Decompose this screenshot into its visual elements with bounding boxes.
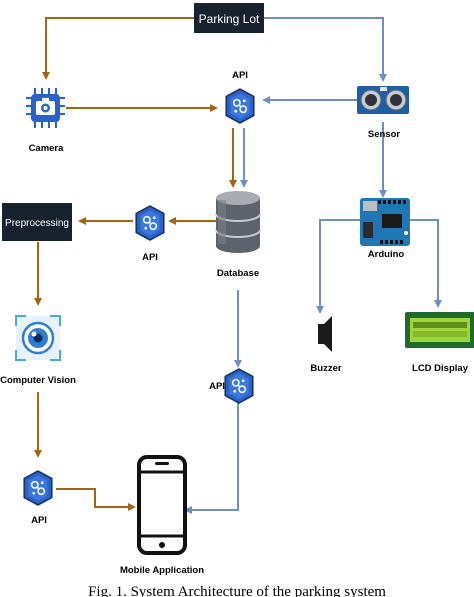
preprocessing-node: Preprocessing (2, 203, 72, 241)
ultrasonic-sensor-icon (357, 86, 409, 114)
api-mid-label: API (209, 381, 225, 392)
arduino-board-icon (360, 198, 410, 246)
lcd-display-icon (405, 312, 474, 348)
api-mid-icon (224, 368, 254, 404)
api-top-label: API (232, 70, 248, 81)
api-left-icon (135, 205, 165, 241)
database-cylinder-icon (215, 191, 261, 253)
lcd-display-label: LCD Display (412, 363, 469, 374)
database-label: Database (217, 268, 259, 279)
camera-chip-icon (26, 88, 65, 128)
api-bottom-icon (23, 470, 53, 506)
parking-lot-node: Parking Lot (194, 3, 264, 33)
edge-apimid-mobile (184, 402, 239, 514)
edge-arduino-lcd (410, 219, 442, 308)
edge-parkinglot-camera (42, 17, 195, 80)
camera-label: Camera (29, 143, 65, 154)
mobile-application-label: Mobile Application (120, 565, 204, 576)
api-left-label: API (142, 252, 158, 263)
parking-lot-label: Parking Lot (199, 12, 260, 26)
api-bottom-label: API (31, 515, 47, 526)
speaker-icon (318, 316, 332, 352)
sensor-label: Sensor (368, 129, 401, 140)
smartphone-icon (137, 455, 187, 555)
api-top-icon (225, 88, 255, 124)
arduino-label: Arduino (368, 249, 405, 260)
computer-vision-label: Computer Vision (0, 375, 76, 386)
figure-caption: Fig. 1. System Architecture of the parki… (88, 584, 386, 597)
buzzer-label: Buzzer (310, 363, 341, 374)
preprocessing-label: Preprocessing (5, 218, 69, 229)
eye-icon (15, 315, 61, 361)
edge-apibottom-mobile (56, 488, 136, 511)
edge-parkinglot-sensor (263, 17, 387, 82)
edge-arduino-buzzer (316, 219, 360, 314)
